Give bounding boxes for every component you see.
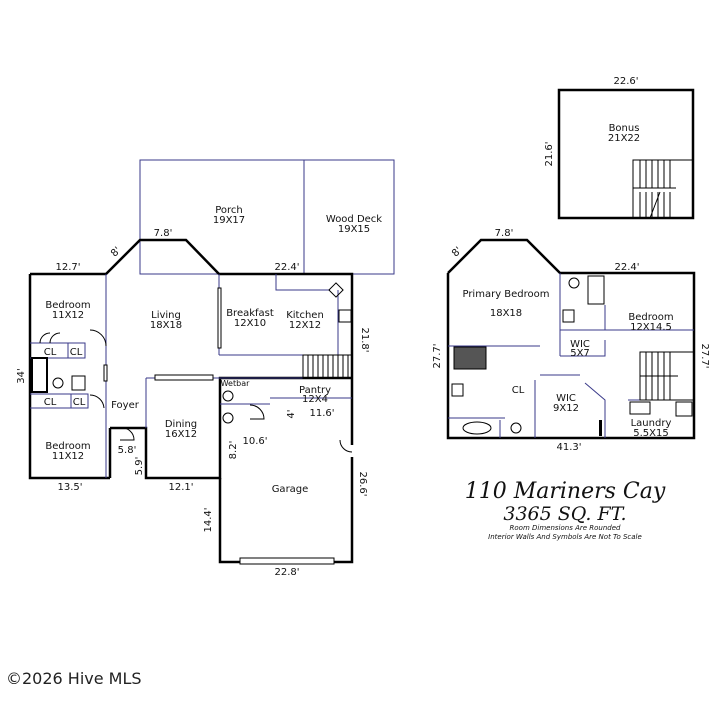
room-porch-name: Porch: [215, 205, 243, 216]
svg-text:4': 4': [286, 409, 297, 418]
svg-text:11X12: 11X12: [52, 310, 84, 321]
svg-text:22.6': 22.6': [613, 76, 638, 87]
svg-text:10.6': 10.6': [242, 436, 267, 447]
svg-text:5X7: 5X7: [570, 348, 590, 359]
svg-text:18X18: 18X18: [150, 320, 182, 331]
svg-text:5.8': 5.8': [118, 445, 137, 456]
svg-text:21X22: 21X22: [608, 133, 640, 144]
svg-text:21.8': 21.8': [359, 327, 370, 352]
svg-text:34': 34': [16, 368, 27, 383]
svg-text:16X12: 16X12: [165, 429, 197, 440]
svg-text:12X12: 12X12: [289, 320, 321, 331]
svg-text:22.4': 22.4': [274, 262, 299, 273]
svg-text:Pantry: Pantry: [299, 385, 331, 396]
svg-text:8.2': 8.2': [228, 441, 239, 460]
first-floor-plan: [28, 159, 395, 565]
svg-text:CL: CL: [73, 397, 86, 408]
svg-text:11X12: 11X12: [52, 451, 84, 462]
svg-text:WIC: WIC: [556, 393, 576, 404]
svg-text:Bedroom: Bedroom: [45, 441, 90, 452]
svg-text:WIC: WIC: [570, 339, 590, 350]
second-floor-labels: Primary Bedroom 110 Mariners Cay 18X18 B…: [432, 228, 710, 453]
svg-text:Foyer: Foyer: [111, 400, 140, 411]
svg-text:Garage: Garage: [272, 484, 309, 495]
svg-text:21.6': 21.6': [544, 141, 555, 166]
svg-text:Kitchen: Kitchen: [286, 310, 324, 321]
first-floor-labels: Porch 19X17 Wood Deck 19X15 Bedroom 11X1…: [16, 205, 382, 578]
svg-text:12X4: 12X4: [302, 394, 328, 405]
svg-text:14.4': 14.4': [203, 507, 214, 532]
bonus-floor-plan: Bonus 21X22 22.6' 21.6': [544, 76, 695, 220]
svg-text:26.6': 26.6': [357, 471, 368, 496]
svg-text:12X10: 12X10: [234, 318, 266, 329]
note-not-to-scale: Interior Walls And Symbols Are Not To Sc…: [488, 533, 642, 541]
svg-text:Breakfast: Breakfast: [226, 308, 274, 319]
svg-text:22.8': 22.8': [274, 567, 299, 578]
svg-text:Bonus: Bonus: [609, 123, 640, 134]
svg-text:Primary Bedroom: Primary Bedroom: [462, 289, 549, 300]
svg-text:12X14.5: 12X14.5: [630, 322, 672, 333]
svg-text:CL: CL: [70, 347, 83, 358]
svg-text:9X12: 9X12: [553, 403, 579, 414]
svg-text:13.5': 13.5': [57, 482, 82, 493]
svg-text:5.9': 5.9': [134, 457, 145, 476]
svg-text:19X15: 19X15: [338, 224, 370, 235]
svg-text:Laundry: Laundry: [631, 418, 672, 429]
svg-text:Dining: Dining: [165, 419, 197, 430]
listing-title-block: 110 Mariners Cay 3365 SQ. FT. Room Dimen…: [440, 480, 690, 542]
svg-text:7.8': 7.8': [495, 228, 514, 239]
svg-text:Wetbar: Wetbar: [221, 379, 250, 388]
svg-text:41.3': 41.3': [556, 442, 581, 453]
svg-text:Wood Deck: Wood Deck: [326, 214, 382, 225]
svg-text:27.7': 27.7': [432, 343, 443, 368]
svg-text:Bedroom: Bedroom: [45, 300, 90, 311]
svg-text:5.5X15: 5.5X15: [633, 428, 668, 439]
second-floor-plan: [446, 238, 696, 440]
svg-text:CL: CL: [44, 347, 57, 358]
listing-address: 110 Mariners Cay: [464, 479, 666, 504]
svg-text:CL: CL: [512, 385, 525, 396]
copyright-watermark: ©2026 Hive MLS: [6, 669, 142, 688]
svg-text:11.6': 11.6': [309, 408, 334, 419]
svg-text:27.7': 27.7': [699, 343, 710, 368]
svg-text:12.7': 12.7': [55, 262, 80, 273]
svg-text:19X17: 19X17: [213, 215, 245, 226]
svg-text:22.4': 22.4': [614, 262, 639, 273]
svg-text:7.8': 7.8': [154, 228, 173, 239]
svg-text:CL: CL: [44, 397, 57, 408]
svg-text:12.1': 12.1': [168, 482, 193, 493]
svg-text:Living: Living: [151, 310, 181, 321]
svg-text:Bedroom: Bedroom: [628, 312, 673, 323]
note-dimensions-rounded: Room Dimensions Are Rounded: [509, 524, 621, 532]
listing-square-feet: 3365 SQ. FT.: [503, 503, 627, 525]
svg-text:18X18: 18X18: [490, 308, 522, 319]
